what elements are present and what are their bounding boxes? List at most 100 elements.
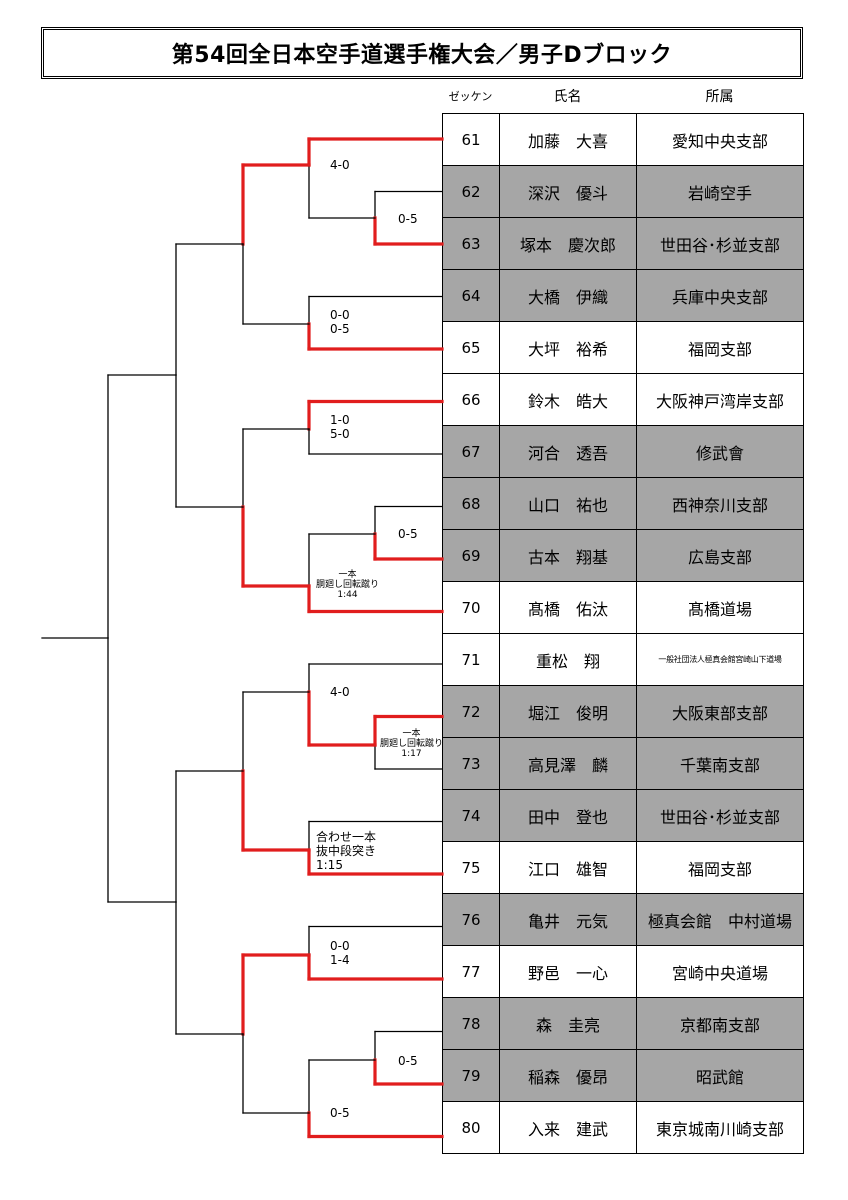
- match-score: 0-5: [398, 527, 418, 541]
- page-title: 第54回全日本空手道選手権大会／男子Dブロック: [171, 43, 673, 68]
- match-score-line: 0-5: [330, 1106, 350, 1120]
- match-score-line: 抜中段突き: [316, 844, 377, 858]
- entry-affiliation: 修武會: [636, 425, 804, 478]
- entry-name: 大橋 伊織: [499, 269, 637, 322]
- entry-affiliation: 東京城南川崎支部: [636, 1101, 804, 1154]
- match-score-line: 4-0: [330, 158, 350, 172]
- title-box: 第54回全日本空手道選手権大会／男子Dブロック: [41, 27, 803, 79]
- entry-name: 加藤 大喜: [499, 113, 637, 166]
- entry-affiliation: 愛知中央支部: [636, 113, 804, 166]
- header-affiliation: 所属: [705, 89, 734, 105]
- entry-name: 山口 祐也: [499, 477, 637, 530]
- match-score-line: 胴廻し回転蹴り: [380, 739, 444, 749]
- match-score-line: 一本: [402, 729, 421, 739]
- match-score-line: 一本: [338, 570, 357, 580]
- match-score-line: 0-5: [398, 212, 418, 226]
- match-score-line: 0-5: [398, 1054, 418, 1068]
- entry-affiliation: 極真会館 中村道場: [636, 893, 804, 946]
- entry-name: 亀井 元気: [499, 893, 637, 946]
- entry-number: 78: [442, 997, 500, 1050]
- entry-number: 80: [442, 1101, 500, 1154]
- entry-affiliation: 岩崎空手: [636, 165, 804, 218]
- match-score: 0-5: [398, 1054, 418, 1068]
- entry-affiliation: 昭武館: [636, 1049, 804, 1102]
- entry-name: 重松 翔: [499, 633, 637, 686]
- match-score-line: 1:44: [337, 590, 358, 600]
- entry-name: 鈴木 皓大: [499, 373, 637, 426]
- match-score-line: 胴廻し回転蹴り: [316, 580, 380, 590]
- match-score-line: 合わせ一本: [316, 830, 377, 844]
- entry-name: 河合 透吾: [499, 425, 637, 478]
- entry-affiliation: 西神奈川支部: [636, 477, 804, 530]
- match-score: 4-0: [330, 158, 350, 172]
- entry-name: 塚本 慶次郎: [499, 217, 637, 270]
- match-score-line: 0-5: [330, 322, 350, 336]
- match-score-line: 4-0: [330, 685, 350, 699]
- entry-number: 68: [442, 477, 500, 530]
- match-score-line: 1:15: [316, 858, 343, 872]
- match-score-line: 1:17: [401, 749, 422, 759]
- entry-number: 79: [442, 1049, 500, 1102]
- entry-number: 74: [442, 789, 500, 842]
- entry-name: 髙橋 佑汰: [499, 581, 637, 634]
- entry-number: 72: [442, 685, 500, 738]
- entry-affiliation: 大阪東部支部: [636, 685, 804, 738]
- entry-name: 深沢 優斗: [499, 165, 637, 218]
- entry-affiliation: 広島支部: [636, 529, 804, 582]
- entry-number: 73: [442, 737, 500, 790]
- match-score: 4-0: [330, 685, 350, 699]
- match-score: 0-5: [330, 1106, 350, 1120]
- entry-affiliation: 福岡支部: [636, 321, 804, 374]
- entry-name: 高見澤 麟: [499, 737, 637, 790]
- entry-name: 古本 翔基: [499, 529, 637, 582]
- match-score-line: 0-5: [398, 527, 418, 541]
- match-score-line: 1-0: [330, 413, 350, 427]
- entry-number: 62: [442, 165, 500, 218]
- match-score: 0-5: [398, 212, 418, 226]
- entry-name: 入来 建武: [499, 1101, 637, 1154]
- header-name: 氏名: [553, 89, 582, 105]
- header-zekken: ゼッケン: [448, 90, 493, 103]
- match-score-line: 0-0: [330, 308, 350, 322]
- entry-name: 大坪 裕希: [499, 321, 637, 374]
- entry-affiliation: 世田谷･杉並支部: [636, 789, 804, 842]
- entry-affiliation: 福岡支部: [636, 841, 804, 894]
- entry-affiliation: 髙橋道場: [636, 581, 804, 634]
- match-score-line: 1-4: [330, 953, 350, 967]
- entry-name: 江口 雄智: [499, 841, 637, 894]
- match-score-line: 5-0: [330, 427, 350, 441]
- entry-affiliation: 京都南支部: [636, 997, 804, 1050]
- entry-affiliation: 大阪神戸湾岸支部: [636, 373, 804, 426]
- entry-affiliation: 千葉南支部: [636, 737, 804, 790]
- entry-name: 田中 登也: [499, 789, 637, 842]
- entry-number: 63: [442, 217, 500, 270]
- entry-number: 75: [442, 841, 500, 894]
- entry-name: 稲森 優昂: [499, 1049, 637, 1102]
- entry-number: 69: [442, 529, 500, 582]
- entry-number: 64: [442, 269, 500, 322]
- entry-number: 76: [442, 893, 500, 946]
